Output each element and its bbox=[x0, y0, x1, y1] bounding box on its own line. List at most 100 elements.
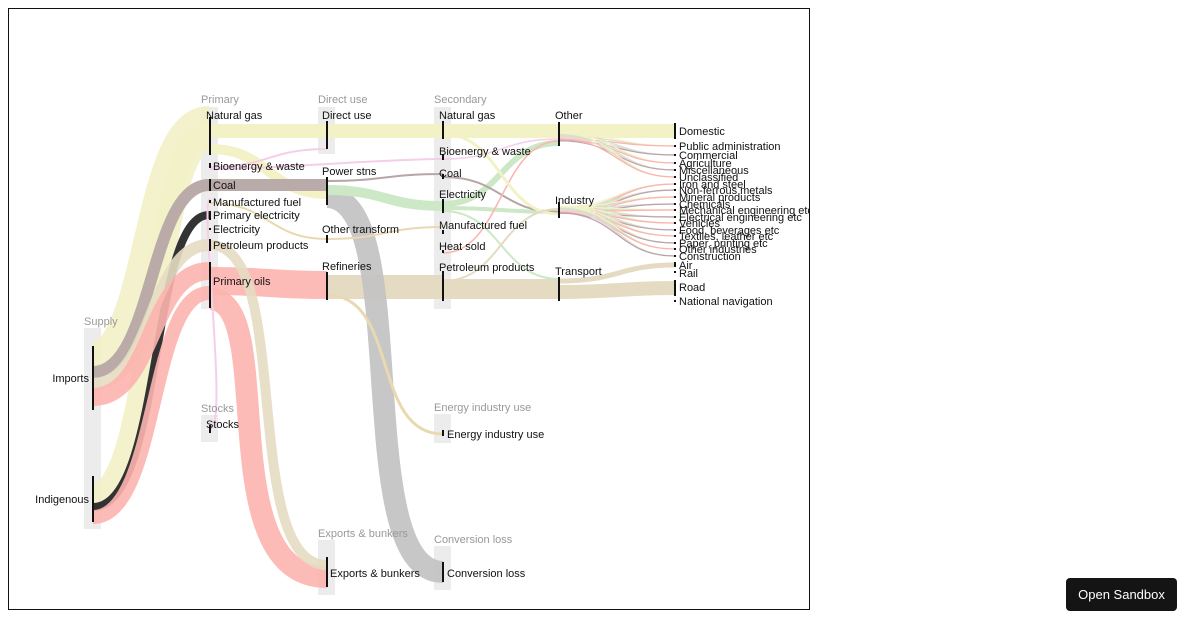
label-chemicals: Chemicals bbox=[679, 199, 731, 211]
label-p-pp: Petroleum products bbox=[213, 240, 309, 252]
diagram-frame: Supply Primary Stocks Direct use Exports… bbox=[8, 8, 810, 610]
flow-pp-exports bbox=[209, 240, 328, 570]
group-title-exports: Exports & bunkers bbox=[318, 528, 408, 540]
flow-thin-7 bbox=[442, 140, 560, 254]
node-bars bbox=[92, 117, 676, 587]
node-bar-s-pp bbox=[442, 271, 444, 301]
end-use-bar-8 bbox=[674, 203, 676, 205]
end-use-bar-15 bbox=[674, 248, 676, 250]
label-vehicles: Vehicles bbox=[679, 218, 720, 230]
flow-indigenous-oil bbox=[91, 286, 211, 524]
end-use-bar-2 bbox=[674, 162, 676, 164]
end-use-bar-5 bbox=[674, 183, 676, 185]
end-use-bar-6 bbox=[674, 189, 676, 191]
group-title-stocks: Stocks bbox=[201, 403, 235, 415]
label-paper: Paper, printing etc bbox=[679, 238, 768, 250]
node-bar-p-coal bbox=[209, 179, 211, 191]
node-bar-s-bio bbox=[442, 154, 444, 160]
label-p-pe: Primary electricity bbox=[213, 210, 300, 222]
group-title-conv: Conversion loss bbox=[434, 534, 513, 546]
end-use-bar-17 bbox=[674, 271, 676, 273]
label-air: Air bbox=[679, 260, 693, 272]
flow-refineries-eiu bbox=[326, 293, 444, 436]
label-s-mf: Manufactured fuel bbox=[439, 220, 527, 232]
node-bar-industry bbox=[558, 202, 560, 218]
end-use-bar-7 bbox=[674, 196, 676, 198]
flow-oil-refineries bbox=[209, 267, 328, 299]
label-p-bio: Bioenergy & waste bbox=[213, 161, 305, 173]
flow-gas-power bbox=[209, 144, 328, 199]
node-bar-p-gas bbox=[209, 117, 211, 155]
end-use-bar-11 bbox=[674, 222, 676, 224]
node-bar-conv bbox=[442, 562, 444, 582]
flow-thin-1 bbox=[209, 148, 328, 168]
label-industry: Industry bbox=[555, 195, 595, 207]
flow-thin-4 bbox=[326, 226, 444, 240]
group-title-direct: Direct use bbox=[318, 94, 368, 106]
end-use-bar-16 bbox=[674, 255, 676, 257]
label-rail: Rail bbox=[679, 268, 698, 280]
node-bar-s-elec bbox=[442, 199, 444, 213]
node-bar-s-coal bbox=[442, 174, 444, 179]
flows bbox=[89, 106, 676, 588]
label-p-coal: Coal bbox=[213, 180, 236, 192]
node-bar-p-pe bbox=[209, 211, 211, 220]
end-use-bar-3 bbox=[674, 169, 676, 171]
flow-oil-exports bbox=[208, 288, 328, 588]
flow-imports-oil bbox=[91, 262, 211, 406]
label-road: Road bbox=[679, 282, 705, 294]
node-bar-indigenous bbox=[92, 476, 94, 522]
node-bar-p-mf bbox=[209, 200, 211, 203]
label-stocks: Stocks bbox=[206, 419, 240, 431]
flow-stocks bbox=[206, 198, 218, 430]
end-use-bar-0 bbox=[674, 145, 676, 147]
node-bar-power bbox=[326, 177, 328, 205]
label-transport: Transport bbox=[555, 266, 602, 278]
flow-transport-road bbox=[558, 281, 676, 299]
label-s-elec: Electricity bbox=[439, 189, 487, 201]
node-bar-other-tr bbox=[326, 235, 328, 243]
end-use-bar-4 bbox=[674, 176, 676, 178]
group-titles: Supply Primary Stocks Direct use Exports… bbox=[84, 94, 531, 546]
end-use-bar-18 bbox=[674, 300, 676, 302]
node-bar-p-pp bbox=[209, 239, 211, 251]
label-other-ind: Other industries bbox=[679, 244, 757, 256]
label-agriculture: Agriculture bbox=[679, 158, 732, 170]
node-bar-transport bbox=[558, 277, 560, 301]
open-sandbox-button[interactable]: Open Sandbox bbox=[1066, 578, 1177, 611]
flow-thin-10 bbox=[442, 132, 560, 216]
label-unclass: Unclassified bbox=[679, 172, 738, 184]
label-direct: Direct use bbox=[322, 110, 372, 122]
node-bar-direct bbox=[326, 121, 328, 149]
label-refin: Refineries bbox=[322, 261, 372, 273]
label-p-mf: Manufactured fuel bbox=[213, 197, 301, 209]
label-imports: Imports bbox=[52, 373, 89, 385]
node-bar-eiu bbox=[442, 430, 444, 436]
group-title-secondary: Secondary bbox=[434, 94, 487, 106]
end-use-bar-12 bbox=[674, 229, 676, 231]
node-bar-imports bbox=[92, 346, 94, 410]
node-bar-s-heat bbox=[442, 250, 444, 253]
group-title-eiu: Energy industry use bbox=[434, 402, 531, 414]
node-bar-domestic bbox=[674, 123, 676, 139]
label-s-bio: Bioenergy & waste bbox=[439, 146, 531, 158]
label-p-elec: Electricity bbox=[213, 224, 261, 236]
label-p-gas: Natural gas bbox=[206, 110, 263, 122]
label-conv: Conversion loss bbox=[447, 568, 526, 580]
node-bar-exports bbox=[326, 557, 328, 587]
label-eiu: Energy industry use bbox=[447, 429, 544, 441]
label-exports: Exports & bunkers bbox=[330, 568, 420, 580]
node-bar-p-elec bbox=[209, 228, 211, 230]
end-use-bar-13 bbox=[674, 235, 676, 237]
label-public-admin: Public administration bbox=[679, 141, 781, 153]
flow-thin-5 bbox=[326, 173, 444, 182]
label-commercial: Commercial bbox=[679, 150, 738, 162]
label-mineral: Mineral products bbox=[679, 192, 761, 204]
flow-transport-air bbox=[558, 262, 676, 284]
label-iron: Iron and steel bbox=[679, 179, 746, 191]
label-nonferrous: Non-ferrous metals bbox=[679, 185, 773, 197]
label-p-oil: Primary oils bbox=[213, 276, 271, 288]
flow-thin-2 bbox=[209, 158, 444, 170]
end-use-flow-14 bbox=[558, 138, 676, 178]
node-bar-p-oil bbox=[209, 262, 211, 308]
